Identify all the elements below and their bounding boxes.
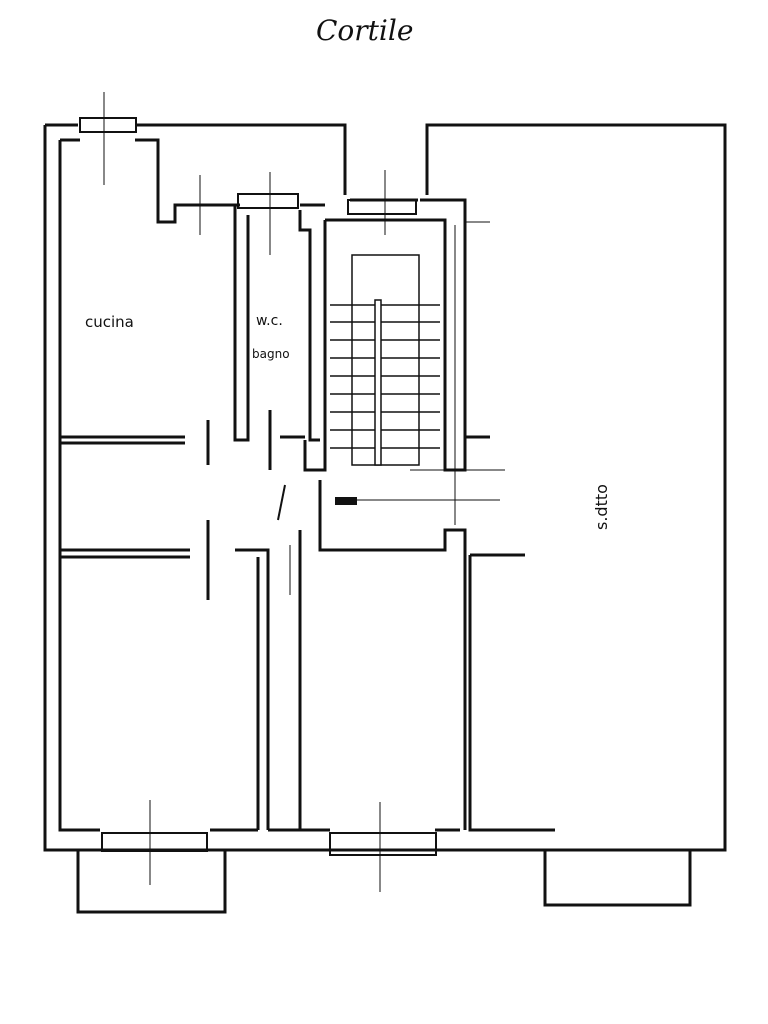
room-label-wc: w.c. xyxy=(256,313,283,329)
title-cortile: Cortile xyxy=(316,14,413,47)
room-label-bagno: bagno xyxy=(252,347,290,361)
stairs xyxy=(330,299,440,466)
walls xyxy=(43,117,727,914)
room-label-cucina: cucina xyxy=(85,313,134,331)
axis-lines xyxy=(103,92,505,892)
room-label-right: s.dtto xyxy=(592,484,611,530)
door-mark xyxy=(335,497,357,505)
